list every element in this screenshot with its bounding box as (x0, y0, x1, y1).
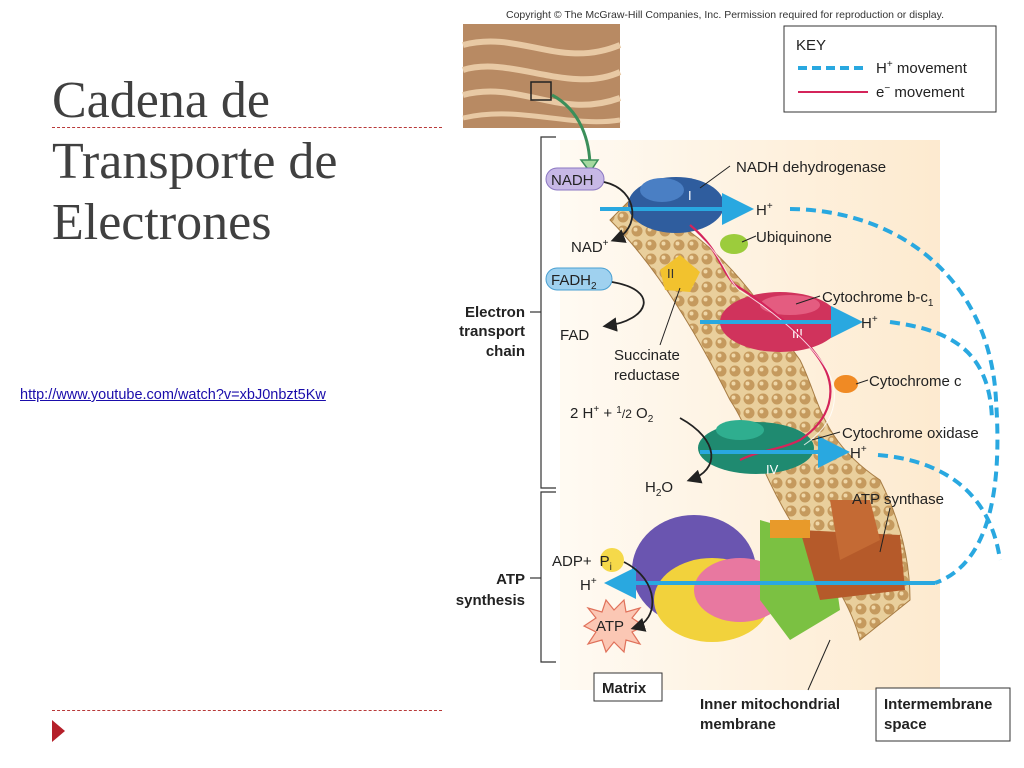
water-label: H2O (645, 479, 673, 499)
section-brackets (530, 136, 556, 663)
title-line-1: Cadena de (52, 72, 271, 129)
slide-title: Cadena de Transporte de Electrones (52, 70, 442, 253)
pi-circle (600, 548, 624, 572)
hplus-atp-label: H+ (580, 576, 597, 594)
title-line-3: Electrones (52, 194, 272, 251)
atp-synthase-label: ATP synthase (852, 491, 944, 508)
inner-membrane-label-1: Inner mitochondrial (700, 696, 840, 713)
cytochrome-bc1-label: Cytochrome b-c1 (822, 289, 934, 309)
intermembrane-label-1: Intermembrane (884, 696, 992, 713)
nadh-dehydrogenase-label: NADH dehydrogenase (736, 159, 886, 176)
proton-return-flow-3 (877, 453, 1002, 561)
key-legend: KEY H+ movement e− movement (783, 25, 997, 113)
nadh-pill (545, 167, 605, 191)
complex-i: I (628, 177, 724, 233)
hplus-complex-iii-label: H+ (861, 314, 878, 332)
hplus-complex-iv-label: H+ (850, 444, 867, 462)
succinate-reductase-label-2: reductase (614, 367, 680, 384)
oxygen-to-water-arrow (679, 417, 713, 484)
cytochrome-c-label: Cytochrome c (869, 373, 962, 390)
ubiquinone-label: Ubiquinone (756, 229, 832, 246)
slide-bullet-arrow (52, 720, 65, 742)
inner-membrane-label-2: membrane (700, 716, 776, 733)
title-divider-bottom (52, 710, 442, 711)
complex-ii-label: II (667, 266, 674, 281)
atp-synthesis-label-2: synthesis (456, 592, 525, 609)
adp-to-atp-arrow (623, 561, 654, 632)
key-e-label: e− movement (876, 83, 965, 101)
cytochrome-c-shape (834, 375, 858, 393)
adp-label: ADP+Pi (552, 553, 612, 573)
complex-iv-label: IV (766, 462, 779, 477)
fadh2-to-fad-arrow (602, 281, 645, 332)
atp-burst (582, 598, 646, 654)
atp-product-label: ATP (596, 618, 624, 635)
fadh2-pill (545, 267, 613, 291)
intermembrane-box (875, 687, 1011, 742)
atp-synthesis-label-1: ATP (496, 571, 525, 588)
hplus-complex-i-label: H+ (756, 201, 773, 219)
key-h-label: H+ movement (876, 59, 968, 77)
copyright-notice: Copyright © The McGraw-Hill Companies, I… (506, 9, 945, 21)
intermembrane-label-2: space (884, 716, 927, 733)
nad-label: NAD+ (571, 238, 609, 256)
succinate-reductase-label-1: Succinate (614, 347, 680, 364)
electron-transport-label-1: Electron (465, 304, 525, 321)
mitochondrion-thumbnail (462, 24, 622, 174)
nadh-to-nad-arrow (603, 181, 634, 243)
electron-transport-label-3: chain (486, 343, 525, 360)
key-title: KEY (796, 37, 826, 54)
complex-i-label: I (688, 188, 692, 203)
matrix-box (593, 672, 663, 702)
fad-label: FAD (560, 327, 589, 344)
fadh2-label: FADH2 (551, 272, 597, 292)
proton-return-flow-2 (889, 320, 994, 421)
electron-transport-label-2: transport (459, 323, 525, 340)
title-line-2: Transporte de (52, 133, 338, 190)
oxygen-equation-label: 2 H+ + 1/2 O2 (570, 404, 654, 425)
ubiquinone-shape (720, 234, 748, 254)
nadh-label: NADH (551, 172, 594, 189)
matrix-label: Matrix (602, 680, 647, 697)
complex-ii: II (660, 255, 700, 292)
cytochrome-oxidase-label: Cytochrome oxidase (842, 425, 979, 442)
youtube-link[interactable]: http://www.youtube.com/watch?v=xbJ0nbzt5… (20, 387, 326, 403)
title-divider-top (52, 127, 442, 128)
proton-return-flow-1 (789, 207, 1000, 585)
complex-iv: IV (698, 420, 814, 477)
